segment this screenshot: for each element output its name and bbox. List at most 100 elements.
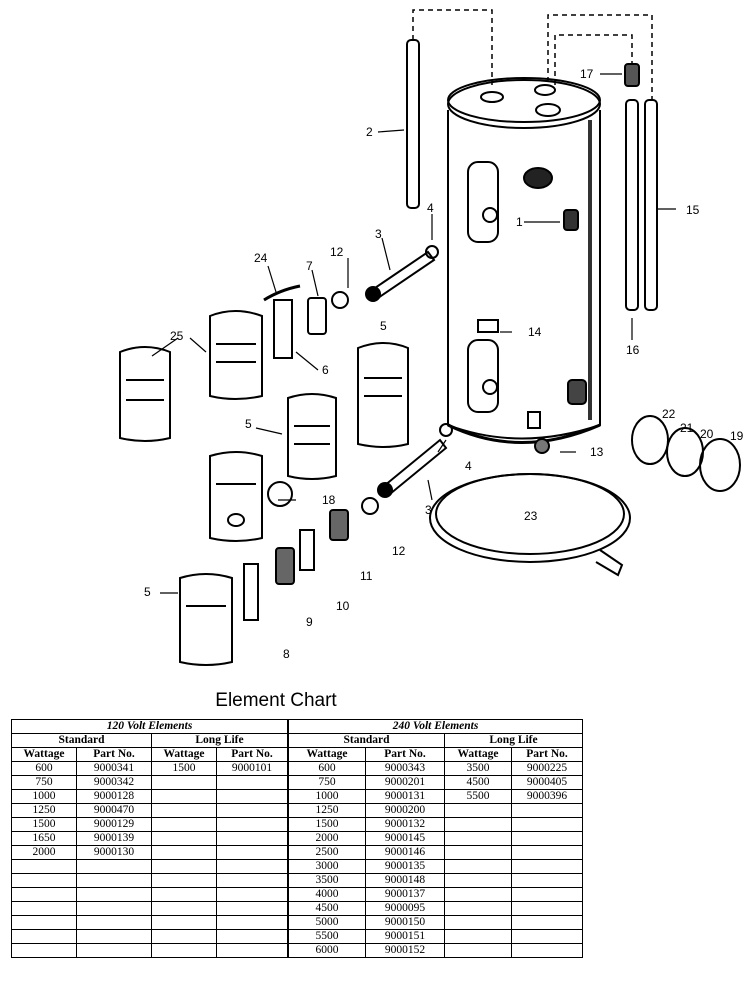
table-cell xyxy=(76,943,152,958)
table-cell xyxy=(151,873,217,888)
bracket-8 xyxy=(243,563,259,621)
gasket-21 xyxy=(666,427,704,477)
table-cell xyxy=(151,817,217,832)
table-cell: 9000145 xyxy=(365,831,445,846)
table-cell: 9000128 xyxy=(76,789,152,804)
table-cell: 9000343 xyxy=(365,761,445,776)
callout-4-lower: 4 xyxy=(465,459,472,473)
heating-element-upper xyxy=(365,245,439,302)
table-cell xyxy=(444,845,512,860)
table-cell: 1000 xyxy=(11,789,77,804)
callout-4-upper: 4 xyxy=(427,201,434,215)
table-cell xyxy=(216,817,289,832)
table-cell: 4000 xyxy=(287,887,366,902)
table-cell xyxy=(444,901,512,916)
table-cell: 3500 xyxy=(287,873,366,888)
callout-1: 1 xyxy=(516,215,523,229)
column-header: Wattage xyxy=(287,747,366,762)
access-panel-25a xyxy=(119,346,171,442)
column-header: Part No. xyxy=(511,747,583,762)
callout-7: 7 xyxy=(306,259,313,273)
table-cell xyxy=(216,901,289,916)
table-cell xyxy=(11,887,77,902)
heating-element-lower xyxy=(377,423,453,498)
callout-9: 9 xyxy=(306,615,313,629)
table-cell: 3000 xyxy=(287,859,366,874)
table-cell: 9000137 xyxy=(365,887,445,902)
access-panel-5a xyxy=(357,342,409,448)
table-cell xyxy=(151,845,217,860)
subgroup-120-long-life: Long Life xyxy=(151,733,289,748)
callout-25: 25 xyxy=(170,329,184,343)
callout-10: 10 xyxy=(336,599,350,613)
callout-11: 11 xyxy=(360,569,373,583)
table-cell xyxy=(76,887,152,902)
table-cell: 750 xyxy=(11,775,77,790)
table-cell: 4500 xyxy=(287,901,366,916)
water-heater-tank xyxy=(447,77,601,444)
table-cell xyxy=(444,943,512,958)
table-cell xyxy=(511,943,583,958)
callout-14: 14 xyxy=(528,325,542,339)
access-panel-5b xyxy=(287,393,337,480)
table-cell xyxy=(216,789,289,804)
table-cell: 2000 xyxy=(11,845,77,860)
callout-12-upper: 12 xyxy=(330,245,344,259)
table-cell xyxy=(11,943,77,958)
table-cell xyxy=(216,929,289,944)
table-cell xyxy=(76,859,152,874)
table-cell xyxy=(11,859,77,874)
column-header: Wattage xyxy=(11,747,77,762)
table-cell: 9000201 xyxy=(365,775,445,790)
table-cell xyxy=(511,859,583,874)
column-header: Wattage xyxy=(444,747,512,762)
callout-6: 6 xyxy=(322,363,329,377)
callout-5-bottom: 5 xyxy=(144,585,151,599)
table-cell: 9000341 xyxy=(76,761,152,776)
table-cell xyxy=(511,803,583,818)
table-cell: 4500 xyxy=(444,775,512,790)
table-cell: 9000146 xyxy=(365,845,445,860)
callout-12-lower: 12 xyxy=(392,544,406,558)
table-cell xyxy=(151,775,217,790)
table-cell: 1000 xyxy=(287,789,366,804)
table-cell xyxy=(216,803,289,818)
table-cell xyxy=(216,831,289,846)
table-cell xyxy=(76,873,152,888)
callout-24: 24 xyxy=(254,251,268,265)
table-cell xyxy=(444,817,512,832)
table-cell xyxy=(511,873,583,888)
group-header-row: 120 Volt Elements 240 Volt Elements xyxy=(11,719,583,734)
table-cell xyxy=(444,803,512,818)
column-header: Part No. xyxy=(365,747,445,762)
drain-pan-23 xyxy=(429,473,631,577)
table-cell xyxy=(216,915,289,930)
gasket-22 xyxy=(631,415,669,465)
table-cell xyxy=(151,929,217,944)
subgroup-240-standard: Standard xyxy=(287,733,445,748)
table-cell xyxy=(151,789,217,804)
table-cell xyxy=(511,901,583,916)
table-cell: 9000151 xyxy=(365,929,445,944)
callout-18: 18 xyxy=(322,493,336,507)
table-cell: 9000396 xyxy=(511,789,583,804)
table-cell: 2000 xyxy=(287,831,366,846)
table-cell: 1500 xyxy=(11,817,77,832)
table-cell: 9000342 xyxy=(76,775,152,790)
table-cell xyxy=(511,915,583,930)
table-cell xyxy=(216,775,289,790)
bracket-6 xyxy=(273,299,293,359)
subgroup-240-long-life: Long Life xyxy=(444,733,583,748)
table-cell: 9000150 xyxy=(365,915,445,930)
table-cell xyxy=(511,929,583,944)
table-cell: 1250 xyxy=(11,803,77,818)
